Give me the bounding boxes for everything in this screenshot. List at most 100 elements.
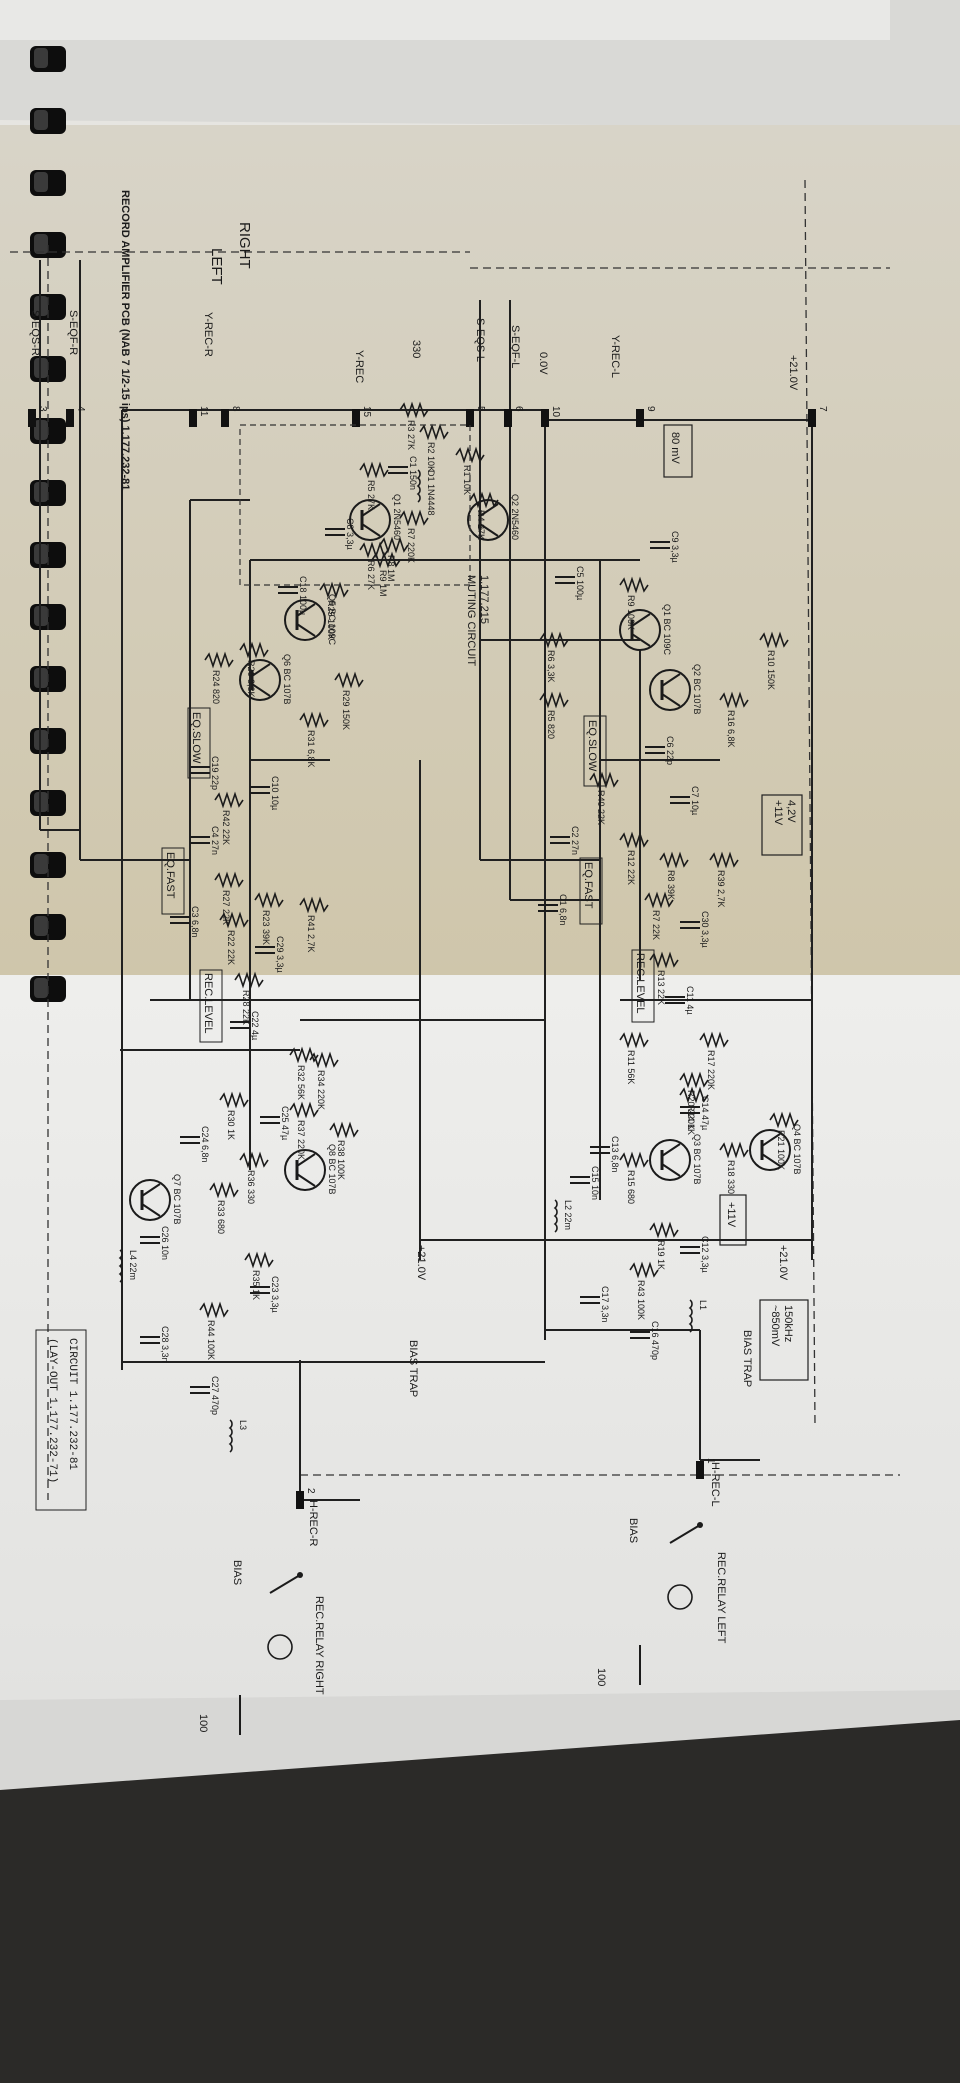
transistor: Q1 2N5460 <box>349 494 402 541</box>
capacitor: C27 470p <box>190 1376 220 1415</box>
muting-circuit-outline <box>239 424 471 586</box>
component-label: R8 39K <box>666 870 676 900</box>
component-label: R1 10K <box>462 465 472 495</box>
wire-layer <box>10 179 900 1501</box>
capacitor: C28 3,3n <box>140 1326 170 1363</box>
resistor: R18 330 <box>719 1141 749 1194</box>
capacitor: C8 3,3µ <box>325 518 355 550</box>
resistor: R15 680 <box>619 1151 649 1204</box>
component-label: R15 680 <box>626 1170 636 1204</box>
component-label: L2 22m <box>563 1200 573 1230</box>
component-label: C22 4µ <box>250 1011 260 1040</box>
resistor: R8 1M <box>379 536 409 582</box>
resistor: R42 22K <box>214 791 244 845</box>
resistor: R35 1K <box>244 1251 274 1300</box>
rail-label-lower: +21.0V <box>415 1245 427 1281</box>
rec-level-left: REC.LEVEL <box>634 953 646 1014</box>
transistor: Q7 BC 107B <box>129 1174 182 1225</box>
pin-number: 10 <box>550 406 561 418</box>
resistor: R6 3,3K <box>539 631 569 683</box>
circuit-number: CIRCUIT 1.177.232-81 <box>66 1338 78 1470</box>
resistor: R21 100K <box>769 1111 799 1170</box>
eq-slow-left: EQ.SLOW <box>586 720 598 772</box>
resistor: R14 1K <box>679 1086 709 1135</box>
rail-label-0v: 0.0V <box>537 352 549 375</box>
h-rec-l-label: H-REC-L <box>709 1462 721 1507</box>
connector-pin <box>66 409 74 427</box>
resistor: R30 1K <box>219 1091 249 1140</box>
component-label: R22 22K <box>226 930 236 965</box>
capacitor: C15 10n <box>570 1166 600 1200</box>
component-label: R16 6,8K <box>726 710 736 748</box>
component-label: R34 220K <box>316 1070 326 1110</box>
capacitor: C29 3,3µ <box>255 936 285 973</box>
pin-number: 5 <box>475 406 486 412</box>
resistor: R39 2,7K <box>709 851 739 908</box>
component-label: R38 100K <box>336 1140 346 1180</box>
inductor: L3 <box>228 1419 248 1453</box>
component-label: R23 39K <box>261 910 271 945</box>
capacitor: C19 22p <box>190 756 220 790</box>
transistor: Q1 BC 109C <box>619 604 672 656</box>
component-label: Q8 BC 107B <box>327 1144 337 1195</box>
resistor: R20 220K <box>679 1071 709 1130</box>
component-label: R41 2,7K <box>306 915 316 953</box>
component-label: R42 22K <box>221 810 231 845</box>
component-label: C16 470p <box>650 1321 660 1360</box>
inductor: L1 <box>688 1299 708 1333</box>
component-label: R43 100K <box>636 1280 646 1320</box>
component-label: C15 10n <box>590 1166 600 1200</box>
capacitor: C16 470p <box>630 1321 660 1360</box>
component-label: Q3 BC 107B <box>692 1134 702 1185</box>
layout-number: (LAY-OUT 1.177.232-71) <box>46 1338 58 1483</box>
component-label: C24 6,8n <box>200 1126 210 1163</box>
component-label: R27 22K <box>221 890 231 925</box>
level-box <box>663 424 693 478</box>
component-label: C6 22p <box>665 736 675 765</box>
inductor: L4 22m <box>118 1249 138 1283</box>
connector-pin <box>696 1461 704 1479</box>
component-label: Q4 BC 107B <box>792 1124 802 1175</box>
vref-box <box>761 794 803 856</box>
component-label: C7 10µ <box>690 786 700 815</box>
input-y-rec-r: Y-REC-R <box>202 312 214 357</box>
capacitor: C2 27n <box>550 826 580 855</box>
component-label: R29 150K <box>341 690 351 730</box>
sheet-title: RECORD AMPLIFIER PCB (NAB 7 1/2-15 ips) … <box>119 190 131 490</box>
component-label: C3 6,8n <box>190 906 200 938</box>
component-label: C18 100µ <box>298 576 308 615</box>
component-label: C10 10µ <box>270 776 280 810</box>
capacitor: C11 4µ <box>665 986 695 1015</box>
component-label: Q5 BC 109C <box>327 594 337 646</box>
component-label: R33 680 <box>216 1200 226 1234</box>
capacitor: C24 6,8n <box>180 1126 210 1163</box>
resistor: R29 150K <box>334 671 364 730</box>
eq-fast-left: EQ.FAST <box>582 862 594 909</box>
capacitor: C1 150n <box>388 456 418 490</box>
component-label: C23 3,3µ <box>270 1276 280 1313</box>
connector-pin <box>466 409 474 427</box>
capacitor: C6 22p <box>645 736 675 765</box>
load-100-right: 100 <box>197 1714 209 1732</box>
input-s-eqs-r: S-EQS-R <box>29 310 41 356</box>
resistor: R19 1K <box>649 1221 679 1270</box>
component-label: Q1 2N5460 <box>392 494 402 540</box>
component-label: Q2 BC 107B <box>692 664 702 715</box>
component-label: R18 330 <box>726 1160 736 1194</box>
transistor: Q5 BC 109C <box>284 594 337 646</box>
rail-label-right: +21.0V <box>777 1245 789 1281</box>
component-label: C5 100µ <box>575 566 585 600</box>
component-label: R40 22K <box>596 790 606 825</box>
component-label: R17 220K <box>706 1050 716 1090</box>
resistor: R10 150K <box>759 631 789 690</box>
pin-number: 9 <box>645 406 656 412</box>
relay-switch <box>239 1572 303 1735</box>
resistor: R4 27K <box>469 491 499 540</box>
component-label: C13 6,8n <box>610 1136 620 1173</box>
component-label: R32 56K <box>296 1065 306 1100</box>
transistor: Q2 BC 107B <box>649 664 702 715</box>
v11-annotation: +11V <box>725 1202 737 1228</box>
resistor: R11 56K <box>619 1031 649 1084</box>
component-label: C28 3,3n <box>160 1326 170 1363</box>
